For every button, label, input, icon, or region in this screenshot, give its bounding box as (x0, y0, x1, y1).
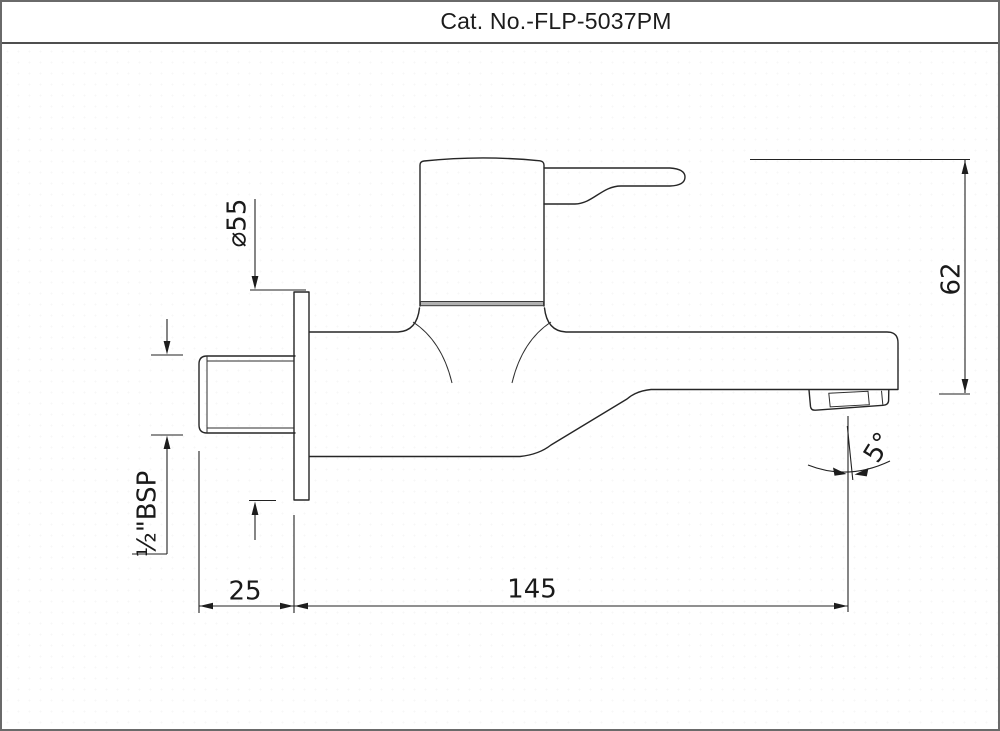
dim-outlet-height: 62 (750, 158, 970, 395)
dim-62-label: 62 (937, 262, 967, 295)
spout-body (308, 307, 899, 458)
title-bar: Cat. No.-FLP-5037PM (2, 2, 998, 44)
dim-5deg-arrow-left (833, 467, 847, 476)
dim-145-arrow-right (834, 602, 848, 610)
dim-145-arrow-left (294, 602, 308, 610)
cartridge-housing (419, 157, 545, 307)
inlet-thread-lines (206, 356, 294, 433)
dim-145-label: 145 (507, 575, 557, 605)
neck-taper-right-curve (511, 321, 552, 384)
dim-extension-lines (198, 416, 849, 613)
inlet-pipe (198, 355, 296, 434)
dim-phi55-label: ⌀55 (223, 199, 253, 248)
aerator-insert (828, 390, 884, 408)
dim-inlet-thread: ½"BSP (132, 319, 183, 557)
dim-5deg-label: 5° (858, 427, 899, 468)
dim-25-label: 25 (228, 577, 261, 607)
dim-5deg-arc (807, 460, 891, 473)
dim-25-arrow-left (199, 602, 213, 610)
dim-62-lines (750, 158, 970, 395)
dim-62-arrow-down (961, 379, 969, 393)
wall-flange (293, 291, 310, 501)
dim-phi55-arrow-up (251, 501, 259, 515)
dim-5deg-tilted-line (846, 425, 854, 481)
aerator-housing (808, 389, 890, 411)
dim-5deg-arrow-right (854, 468, 869, 477)
catalog-number-title: Cat. No.-FLP-5037PM (440, 8, 672, 34)
faucet-side-view (198, 157, 899, 501)
dim-phi55-arrow-down (251, 276, 259, 290)
dim-bsp-arrow-down (163, 341, 171, 355)
dim-phi55-lines (249, 199, 306, 540)
dim-25-arrow-right (280, 602, 294, 610)
dim-flange-diameter: ⌀55 (223, 199, 306, 540)
dim-bsp-label: ½"BSP (133, 471, 163, 558)
neck-taper-left-curve (412, 321, 453, 384)
dim-62-arrow-up (961, 160, 969, 174)
handle-lever (543, 167, 686, 205)
dim-spout-angle: 5° (807, 425, 899, 481)
dim-bottom-chain: 25 145 (198, 416, 849, 613)
dim-bsp-arrow-up (163, 435, 171, 449)
cartridge-base-ring (420, 301, 544, 307)
dim-bsp-lines (132, 319, 183, 555)
